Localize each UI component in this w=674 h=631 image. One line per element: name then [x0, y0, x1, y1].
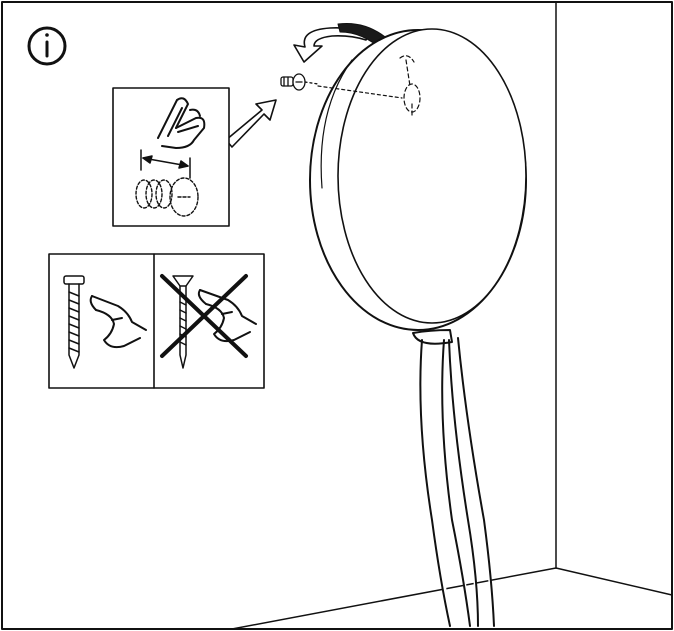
- screw-icon: [135, 177, 199, 217]
- hand-point-icon: [89, 295, 147, 349]
- screw-depth-detail-box: [112, 87, 230, 227]
- cross-out-icon: [160, 274, 248, 358]
- round-device: [309, 28, 527, 331]
- screw-type-comparison-box: [48, 253, 265, 389]
- room-walls: [231, 1, 673, 630]
- info-icon: [27, 26, 67, 66]
- correct-pan-head-screw: [63, 275, 85, 369]
- rotate-arrow-icon: [293, 27, 371, 63]
- hand-measure-icon: [157, 97, 206, 149]
- pointer-arrow-icon: [225, 99, 277, 148]
- hand-point-icon-2: [197, 289, 257, 343]
- device-cable: [412, 329, 495, 627]
- wall-screw: [280, 73, 319, 91]
